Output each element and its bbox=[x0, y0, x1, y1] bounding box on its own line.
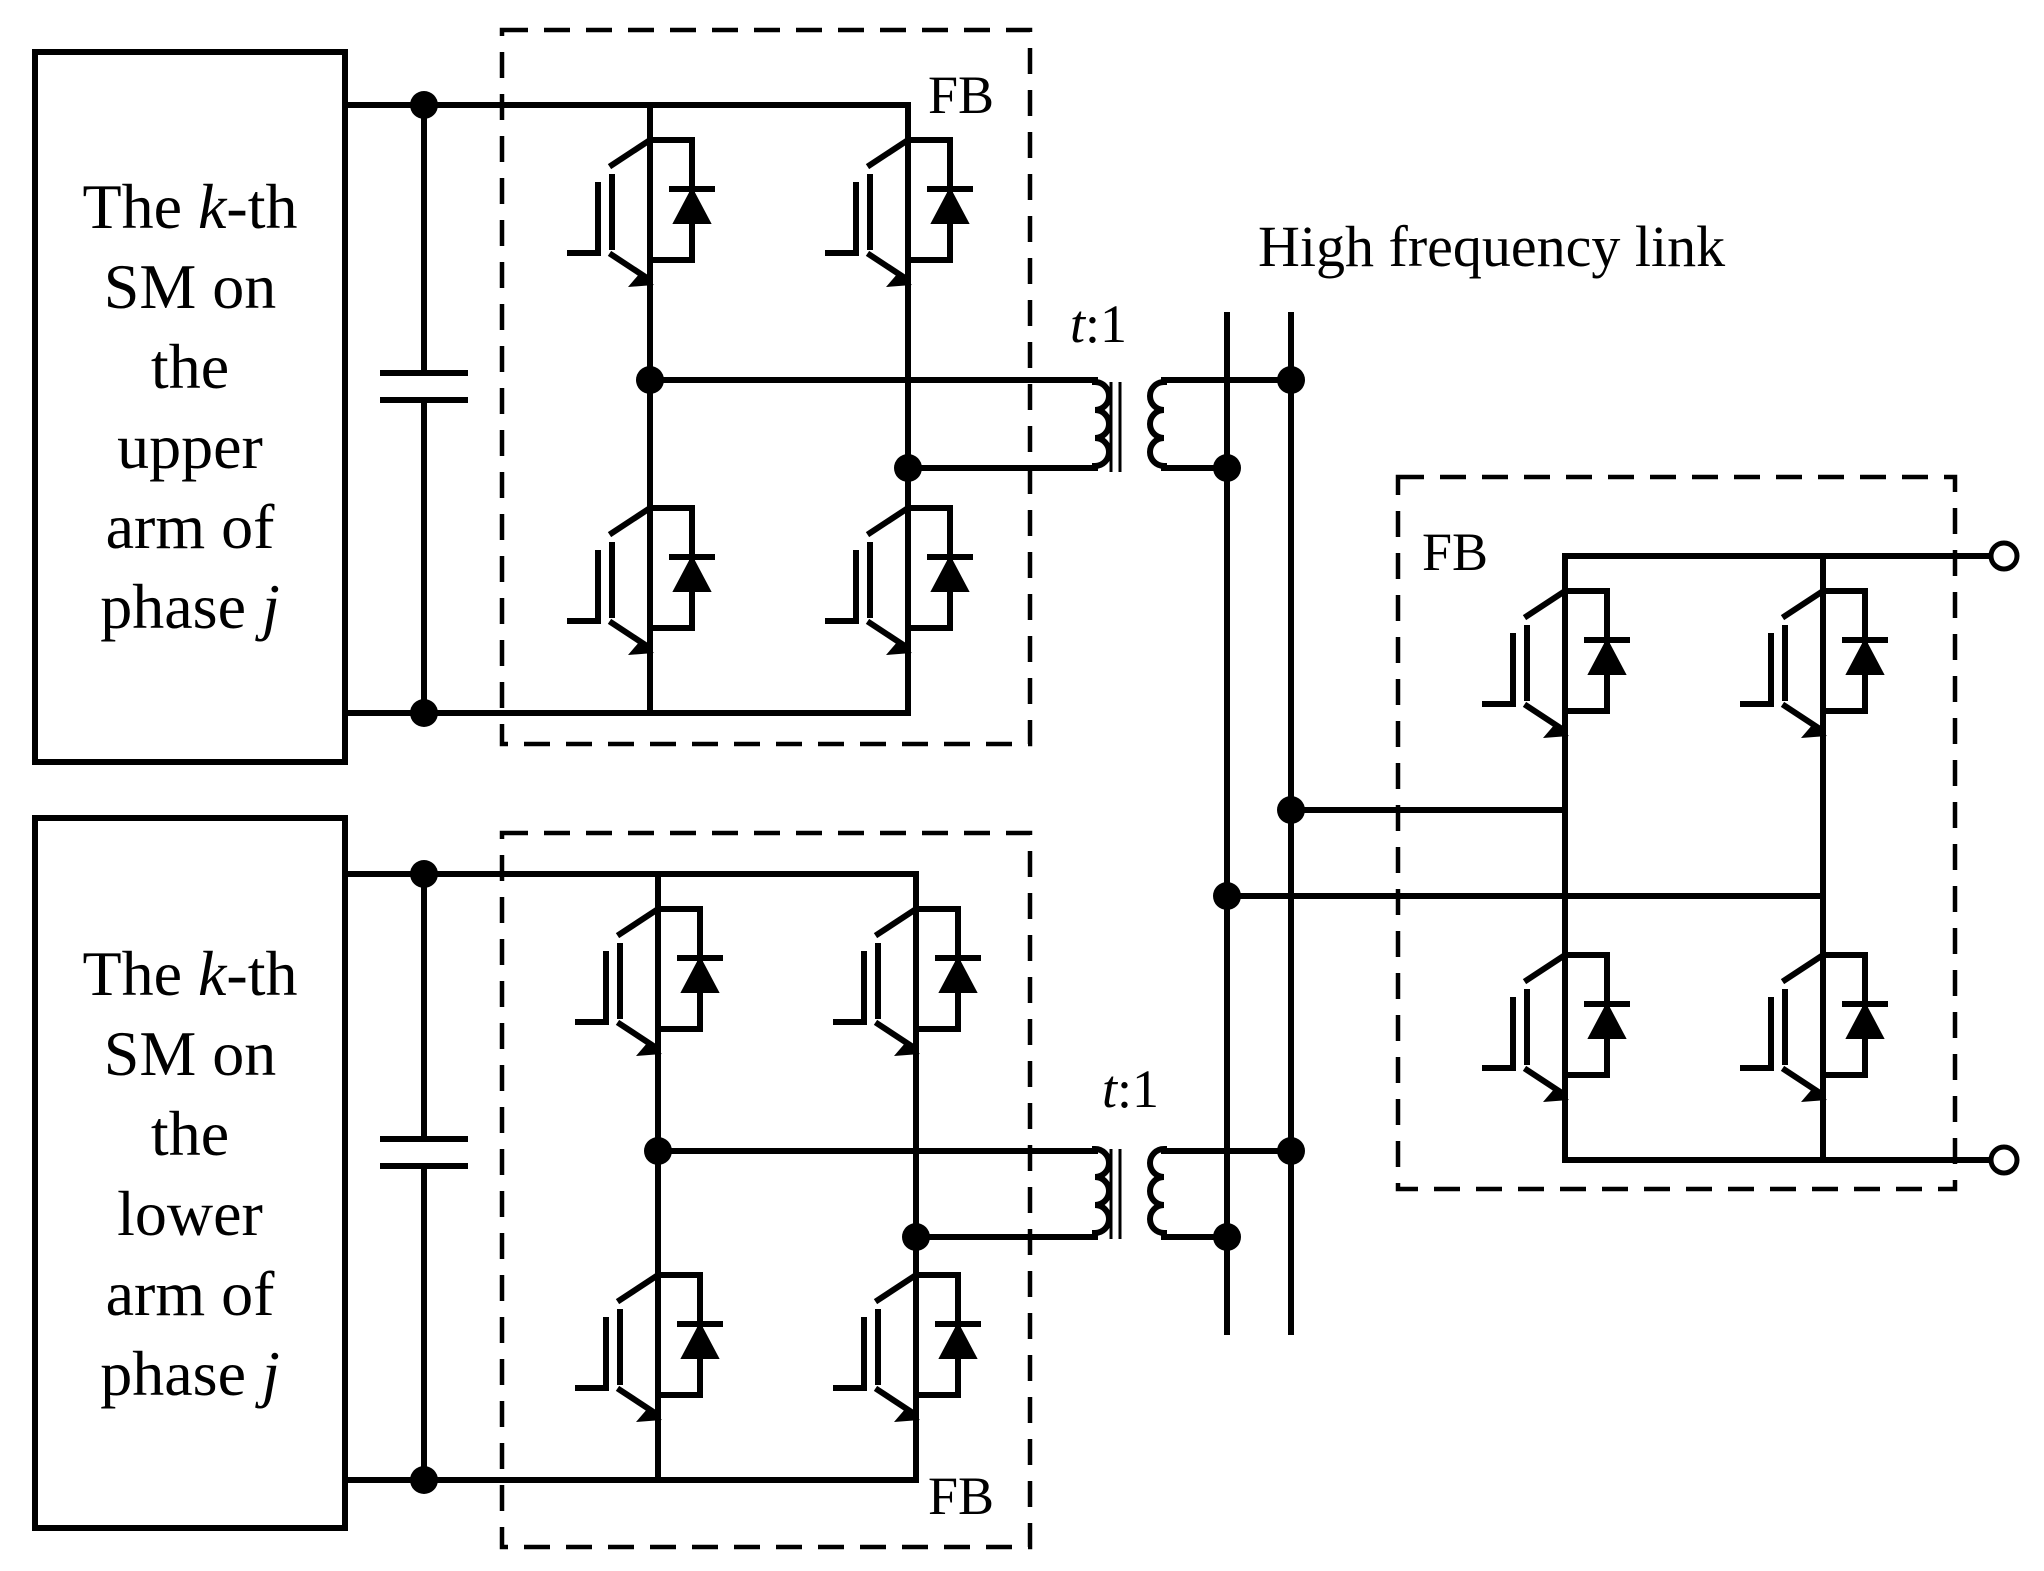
module-upper-line-3: upper bbox=[117, 411, 263, 482]
fb-lower-box bbox=[499, 830, 1033, 1550]
igbt-9 bbox=[1740, 553, 1888, 799]
module-upper-line-5: phase j bbox=[100, 571, 280, 642]
fb-upper-box bbox=[499, 27, 1033, 747]
ratio-lower-label: t:1 bbox=[1102, 1059, 1159, 1119]
module-lower-line-0: The k-th bbox=[83, 938, 298, 1009]
module-upper: The k-th SM on the upper arm of phase j bbox=[32, 49, 348, 765]
ratio-upper-label: t:1 bbox=[1070, 294, 1127, 354]
junction-dot-3 bbox=[894, 454, 922, 482]
fb-output-label: FB bbox=[1422, 522, 1488, 582]
junction-dot-1 bbox=[410, 699, 438, 727]
output-terminal-top bbox=[1988, 540, 2020, 572]
junction-dot-8 bbox=[1277, 366, 1305, 394]
module-upper-line-1: SM on bbox=[104, 251, 277, 322]
igbt-1 bbox=[825, 102, 973, 348]
module-upper-line-2: the bbox=[151, 331, 229, 402]
output-terminal-bottom bbox=[1988, 1144, 2020, 1176]
module-lower: The k-th SM on the lower arm of phase j bbox=[32, 815, 348, 1531]
module-upper-label: The k-th SM on the upper arm of phase j bbox=[83, 171, 298, 642]
junction-dot-5 bbox=[410, 1466, 438, 1494]
capacitor-lower bbox=[380, 1136, 468, 1169]
igbt-6 bbox=[575, 1237, 723, 1483]
junction-dot-12 bbox=[1277, 796, 1305, 824]
junction-dot-11 bbox=[1213, 1223, 1241, 1251]
module-upper-box bbox=[32, 49, 348, 765]
igbt-11 bbox=[1740, 917, 1888, 1163]
igbt-3 bbox=[825, 470, 973, 716]
junction-dot-6 bbox=[644, 1137, 672, 1165]
module-upper-line-4: arm of bbox=[106, 491, 276, 562]
module-lower-label: The k-th SM on the lower arm of phase j bbox=[83, 938, 298, 1409]
junction-dot-0 bbox=[410, 91, 438, 119]
transformer-upper bbox=[1091, 378, 1168, 472]
junction-dot-2 bbox=[636, 366, 664, 394]
igbt-4 bbox=[575, 871, 723, 1117]
transformer-lower bbox=[1091, 1145, 1168, 1239]
fb-lower-label: FB bbox=[928, 1466, 994, 1526]
module-upper-line-0: The k-th bbox=[83, 171, 298, 242]
fb-upper-label: FB bbox=[928, 65, 994, 125]
module-lower-line-4: arm of bbox=[106, 1258, 276, 1329]
igbt-5 bbox=[833, 871, 981, 1117]
fb-output-box bbox=[1395, 474, 1958, 1192]
igbt-0 bbox=[567, 102, 715, 348]
junction-dot-9 bbox=[1213, 454, 1241, 482]
junction-dots bbox=[410, 91, 1305, 1494]
module-lower-box bbox=[32, 815, 348, 1531]
module-lower-line-2: the bbox=[151, 1098, 229, 1169]
module-lower-line-1: SM on bbox=[104, 1018, 277, 1089]
igbt-7 bbox=[833, 1237, 981, 1483]
igbt-2 bbox=[567, 470, 715, 716]
junction-dot-10 bbox=[1277, 1137, 1305, 1165]
module-lower-line-3: lower bbox=[117, 1178, 263, 1249]
wiring bbox=[342, 102, 1995, 1483]
igbt-10 bbox=[1482, 917, 1630, 1163]
module-lower-line-5: phase j bbox=[100, 1338, 280, 1409]
capacitor-upper bbox=[380, 370, 468, 403]
junction-dot-4 bbox=[410, 860, 438, 888]
hf-link-label: High frequency link bbox=[1258, 214, 1725, 279]
junction-dot-13 bbox=[1213, 882, 1241, 910]
igbt-8 bbox=[1482, 553, 1630, 799]
igbt-devices bbox=[567, 102, 1888, 1483]
